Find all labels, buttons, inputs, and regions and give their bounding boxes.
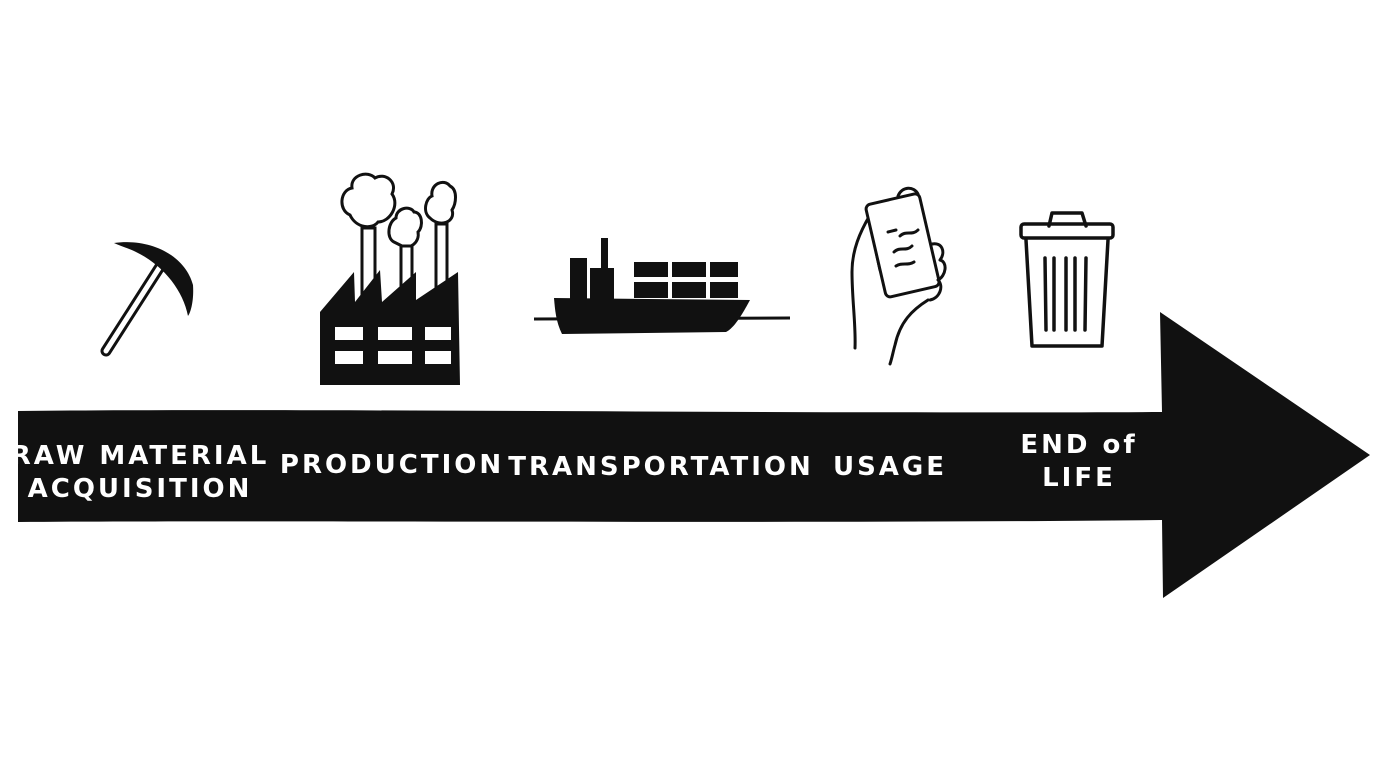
stage-label-line: END of xyxy=(1020,430,1138,460)
stage-label-usage: USAGE xyxy=(833,451,947,484)
factory-icon xyxy=(320,172,460,385)
stage-label-transportation: TRANSPORTATION xyxy=(508,451,813,484)
hand-holding-phone-icon xyxy=(850,186,947,366)
stage-label-raw-material-acquisition: RAW MATERIAL ACQUISITION xyxy=(11,440,270,506)
pickaxe-icon xyxy=(100,242,194,357)
stage-label-line: TRANSPORTATION xyxy=(508,452,814,482)
stage-label-end-of-life: END of LIFE xyxy=(1020,429,1137,495)
cargo-ship-icon xyxy=(533,238,791,334)
stage-label-production: PRODUCTION xyxy=(280,449,504,482)
stage-label-line: ACQUISITION xyxy=(27,474,253,504)
timeline-arrow xyxy=(18,312,1370,598)
trash-can-icon xyxy=(1019,211,1115,348)
stage-label-line: USAGE xyxy=(832,452,948,482)
stage-label-line: RAW MATERIAL xyxy=(10,441,270,471)
stage-label-line: LIFE xyxy=(1042,463,1116,493)
stage-label-line: PRODUCTION xyxy=(279,450,505,480)
